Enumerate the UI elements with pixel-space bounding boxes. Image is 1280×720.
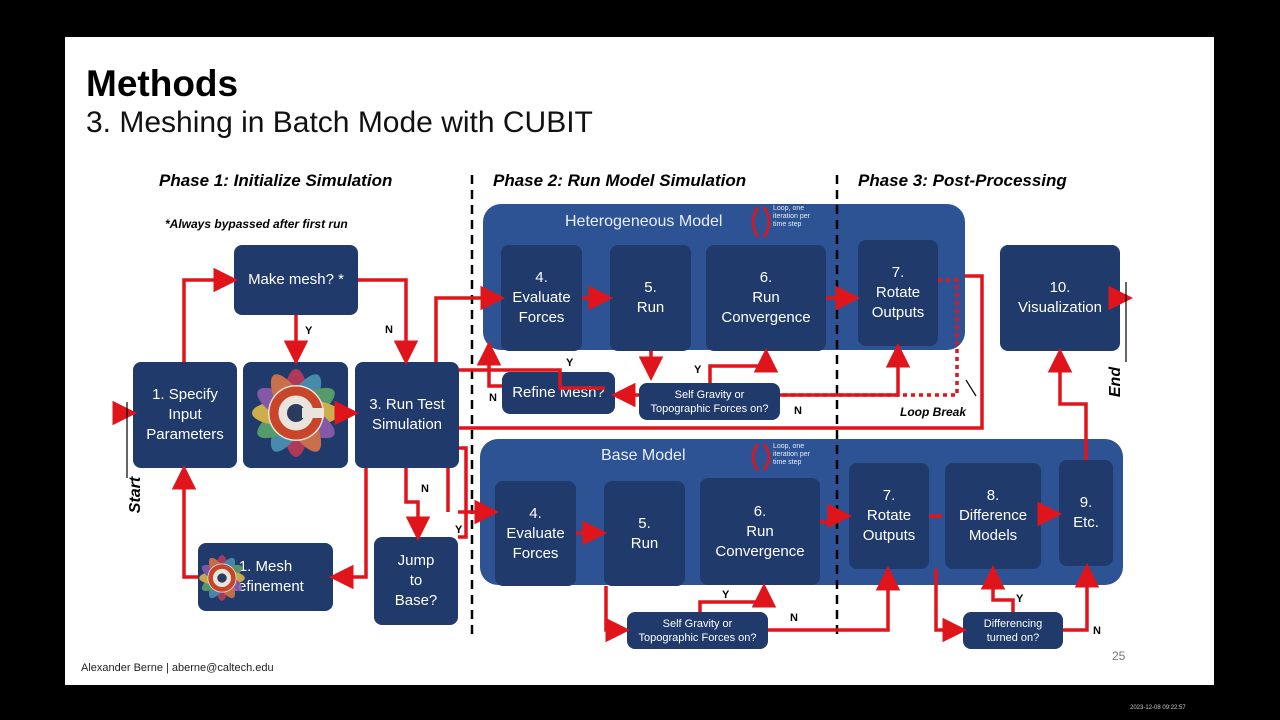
base-run-convergence-box: 6. Run Convergence [700,478,820,585]
hetero-gravity-yes-label: Y [694,364,702,376]
base-gravity-yes-label: Y [722,589,730,601]
base-loop-note: Loop, one iteration per time step [773,443,810,466]
base-run-box: 5. Run [604,481,685,586]
refine-no-label: N [489,392,497,404]
base-model-title: Base Model [601,447,686,464]
make-mesh-no-label: N [385,324,393,336]
refine-yes-label: Y [566,357,574,369]
jump-to-base-box: Jump to Base? [374,537,458,625]
page-number: 25 [1112,649,1126,663]
make-mesh-box: Make mesh? * [234,245,358,315]
heterogeneous-model-title: Heterogeneous Model [565,213,723,230]
phase-3-label: Phase 3: Post-Processing [858,171,1067,190]
hetero-rotate-outputs-box: 7. Rotate Outputs [858,240,938,346]
slide-subtitle: 3. Meshing in Batch Mode with CUBIT [86,106,593,139]
footer-author: Alexander Berne | aberne@caltech.edu [81,662,274,674]
base-difference-models-box: 8. Difference Models [945,463,1041,569]
hetero-gravity-no-label: N [794,405,802,417]
mesh-refinement-box: 1. Mesh Refinement [198,543,333,611]
end-label: End [1107,366,1125,398]
differencing-no-label: N [1093,625,1101,637]
make-mesh-yes-label: Y [305,325,313,337]
differencing-decision-box: Differencing turned on? [963,612,1063,649]
hetero-run-convergence-box: 6. Run Convergence [706,245,826,351]
slide-title: Methods [86,63,239,104]
hetero-evaluate-forces-box: 4. Evaluate Forces [501,245,582,351]
base-etc-box: 9. Etc. [1059,460,1113,566]
visualization-box: 10. Visualization [1000,245,1120,351]
cubit-logo-box [243,362,348,468]
bypass-note: *Always bypassed after first run [165,217,348,231]
run-test-no-label: N [421,483,429,495]
base-rotate-outputs-box: 7. Rotate Outputs [849,463,929,569]
jump-yes-label: Y [455,524,463,536]
phase-2-label: Phase 2: Run Model Simulation [493,171,747,190]
base-evaluate-forces-box: 4. Evaluate Forces [495,481,576,586]
hetero-gravity-decision-box: Self Gravity or Topographic Forces on? [639,383,780,420]
phase-1-label: Phase 1: Initialize Simulation [159,171,393,190]
differencing-yes-label: Y [1016,593,1024,605]
base-gravity-decision-box: Self Gravity or Topographic Forces on? [627,612,768,649]
run-test-simulation-box: 3. Run Test Simulation [355,362,459,468]
loop-break-label: Loop Break [900,405,967,419]
hetero-run-box: 5. Run [610,245,691,351]
start-label: Start [127,476,145,514]
refine-mesh-box: Refine Mesh? [502,372,615,414]
video-timestamp: 2023-12-08 09:22:57 [1130,705,1186,711]
specify-input-parameters-box: 1. Specify Input Parameters [133,362,237,468]
hetero-loop-note: Loop, one iteration per time step [773,205,810,228]
base-gravity-no-label: N [790,612,798,624]
